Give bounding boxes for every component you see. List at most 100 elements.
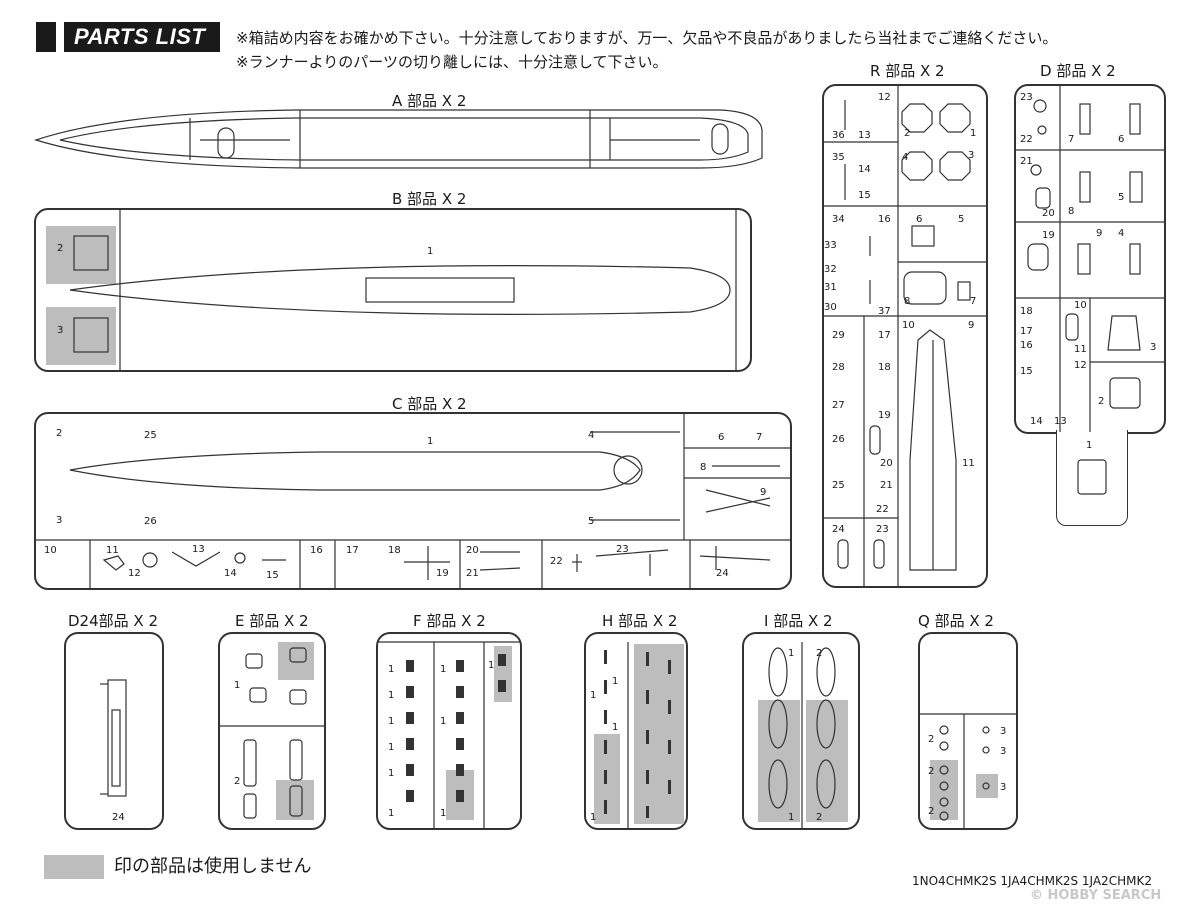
part-number: 5: [1118, 192, 1125, 203]
part-number: 19: [436, 568, 449, 579]
part-number: 1: [388, 768, 395, 779]
runner-d-tab: [1056, 430, 1128, 526]
part-number: 4: [902, 152, 909, 163]
part-number: 4: [588, 430, 595, 441]
runner-i-unused-right: [806, 700, 848, 822]
part-number: 36: [832, 130, 845, 141]
part-number: 5: [588, 516, 595, 527]
runner-b-frame: [34, 208, 752, 372]
part-number: 11: [1074, 344, 1087, 355]
part-number: 10: [44, 545, 57, 556]
runner-label-c: C 部品 X 2: [392, 395, 467, 413]
part-number: 1: [234, 680, 241, 691]
part-number: 7: [970, 296, 977, 307]
part-number: 25: [144, 430, 157, 441]
runner-label-q: Q 部品 X 2: [918, 612, 994, 630]
part-number: 21: [466, 568, 479, 579]
part-number: 4: [1118, 228, 1125, 239]
part-number: 7: [1068, 134, 1075, 145]
part-number: 3: [968, 150, 975, 161]
part-number: 1: [440, 664, 447, 675]
part-number: 15: [266, 570, 279, 581]
part-number: 12: [1074, 360, 1087, 371]
part-number: 20: [466, 545, 479, 556]
part-number: 16: [1020, 340, 1033, 351]
part-number: 19: [878, 410, 891, 421]
part-number: 3: [1000, 782, 1007, 793]
part-number: 24: [716, 568, 729, 579]
part-number: 1: [590, 812, 597, 823]
part-number: 3: [56, 515, 63, 526]
part-number: 1: [788, 812, 795, 823]
part-number: 8: [700, 462, 707, 473]
part-number: 6: [1118, 134, 1125, 145]
part-number: 11: [106, 545, 119, 556]
part-number: 6: [718, 432, 725, 443]
part-number: 3: [1000, 746, 1007, 757]
runner-label-i: I 部品 X 2: [764, 612, 833, 630]
part-number: 1: [612, 722, 619, 733]
part-number: 31: [824, 282, 837, 293]
part-number: 2: [928, 734, 935, 745]
part-number: 13: [192, 544, 205, 555]
runner-label-h: H 部品 X 2: [602, 612, 678, 630]
part-number: 17: [1020, 326, 1033, 337]
part-number: 14: [1030, 416, 1043, 427]
runner-label-a: A 部品 X 2: [392, 92, 467, 110]
part-number: 22: [1020, 134, 1033, 145]
part-number: 1: [427, 436, 434, 447]
part-number: 5: [958, 214, 965, 225]
part-number: 15: [1020, 366, 1033, 377]
part-number: 26: [832, 434, 845, 445]
part-number: 24: [112, 812, 125, 823]
legend-text: 印の部品は使用しません: [114, 856, 312, 877]
part-number: 2: [1098, 396, 1105, 407]
part-number: 19: [1042, 230, 1055, 241]
part-number: 7: [756, 432, 763, 443]
part-number: 20: [880, 458, 893, 469]
part-number: 3: [57, 325, 64, 336]
part-number: 26: [144, 516, 157, 527]
part-number: 11: [962, 458, 975, 469]
runner-c-frame: [34, 412, 792, 590]
part-number: 16: [878, 214, 891, 225]
part-number: 25: [832, 480, 845, 491]
part-number: 14: [858, 164, 871, 175]
part-number: 23: [1020, 92, 1033, 103]
part-number: 2: [816, 812, 823, 823]
runner-label-b: B 部品 X 2: [392, 190, 467, 208]
part-number: 13: [1054, 416, 1067, 427]
part-number: 20: [1042, 208, 1055, 219]
part-number: 34: [832, 214, 845, 225]
part-number: 17: [346, 545, 359, 556]
runner-label-d: D 部品 X 2: [1040, 62, 1116, 80]
part-number: 15: [858, 190, 871, 201]
part-number: 18: [388, 545, 401, 556]
part-number: 10: [902, 320, 915, 331]
part-number: 8: [1068, 206, 1075, 217]
part-number: 2: [816, 648, 823, 659]
part-number: 27: [832, 400, 845, 411]
part-number: 35: [832, 152, 845, 163]
page-title: PARTS LIST: [74, 24, 206, 49]
part-number: 1: [488, 660, 495, 671]
legend-swatch: [44, 855, 104, 879]
part-number: 1: [388, 742, 395, 753]
part-number: 2: [928, 766, 935, 777]
part-number: 1: [612, 676, 619, 687]
part-number: 28: [832, 362, 845, 373]
runner-r-frame: [822, 84, 988, 588]
part-number: 22: [876, 504, 889, 515]
runner-q-unused-right: [976, 774, 998, 798]
part-number: 13: [858, 130, 871, 141]
product-codes: 1NO4CHMK2S 1JA4CHMK2S 1JA2CHMK2: [912, 874, 1152, 888]
part-number: 17: [878, 330, 891, 341]
part-number: 1: [440, 808, 447, 819]
part-number: 1: [1086, 440, 1093, 451]
